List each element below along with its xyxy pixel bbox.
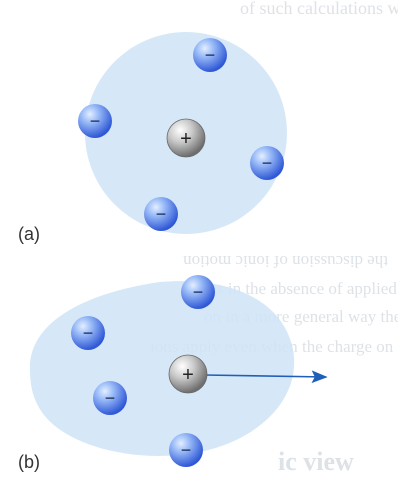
- electron-b-3-symbol: −: [105, 388, 116, 408]
- electron-a-3-symbol: −: [262, 153, 273, 173]
- electron-cloud-b: [30, 281, 294, 456]
- electron-b-4-symbol: −: [181, 440, 192, 460]
- electron-a-4: −: [144, 197, 178, 231]
- nucleus-b: +: [169, 355, 207, 393]
- electron-a-2-symbol: −: [90, 111, 101, 131]
- electron-b-1: −: [181, 275, 215, 309]
- electron-a-1: −: [193, 38, 227, 72]
- electron-b-3: −: [93, 381, 127, 415]
- nucleus-a-symbol: +: [180, 128, 192, 150]
- panel-b: + − − − −: [30, 275, 326, 467]
- electron-b-2-symbol: −: [83, 323, 94, 343]
- electron-b-2: −: [71, 316, 105, 350]
- bleed-line-1: the discussion of ionic motion: [183, 252, 388, 271]
- panel-a: + − − − −: [78, 32, 287, 234]
- nucleus-a: +: [167, 119, 205, 157]
- electron-a-2: −: [78, 104, 112, 138]
- bleed-line-top: of such calculations with time: [240, 0, 398, 18]
- bleed-heading: ic view: [278, 447, 354, 476]
- electron-a-3: −: [250, 146, 284, 180]
- electron-a-1-symbol: −: [205, 45, 216, 65]
- electron-a-4-symbol: −: [156, 204, 167, 224]
- panel-b-label: (b): [18, 452, 40, 473]
- electron-b-4: −: [169, 433, 203, 467]
- nucleus-b-symbol: +: [182, 364, 194, 386]
- electron-b-1-symbol: −: [193, 282, 204, 302]
- panel-a-label: (a): [18, 224, 40, 245]
